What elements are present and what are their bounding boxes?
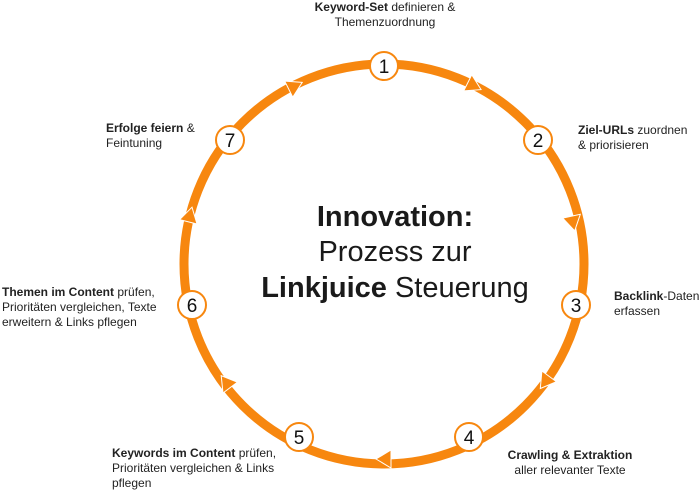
step-3-rest: -Daten [663, 289, 700, 303]
step-5-rest: prüfen, [235, 446, 277, 460]
step-3-label: Backlink-Daten erfassen [614, 289, 700, 319]
step-5-number: 5 [294, 428, 305, 449]
step-4-number: 4 [464, 428, 475, 449]
step-6-line2: Prioritäten vergleichen, Texte [2, 300, 157, 314]
step-1-node-circle [369, 51, 399, 81]
cycle-arrowhead-3 [539, 370, 558, 390]
cycle-arrowhead-5 [220, 374, 239, 394]
cycle-arrows [178, 73, 582, 469]
step-2-number: 2 [533, 131, 544, 152]
step-7-number: 7 [225, 131, 236, 152]
step-3-number: 3 [571, 296, 582, 317]
step-3-node: 3 [561, 290, 591, 320]
cycle-arrowhead-1 [462, 73, 482, 92]
step-6-number: 6 [187, 296, 198, 317]
step-6-rest: prüfen, [114, 285, 155, 299]
step-1-label: Keyword-Set definieren & Themenzuordnung [300, 0, 470, 30]
step-6-label: Themen im Content prüfen, Prioritäten ve… [2, 285, 172, 330]
step-1-number: 1 [379, 57, 390, 78]
step-2-node-circle [523, 125, 553, 155]
step-4-node-circle [454, 422, 484, 452]
step-5-bold: Keywords im Content [112, 446, 236, 460]
step-7-line2: Feintuning [106, 136, 163, 150]
step-7-node-circle [215, 125, 245, 155]
step-4-node: 4 [454, 422, 484, 452]
title-line-3-rest: Steuerung [386, 272, 529, 304]
step-3-line2: erfassen [614, 304, 661, 318]
step-6-bold: Themen im Content [2, 285, 115, 299]
step-2-bold: Ziel-URLs [578, 123, 635, 137]
diagram-title: Innovation: Prozess zur Linkjuice Steuer… [240, 200, 550, 306]
step-6-node-circle [177, 290, 207, 320]
step-nodes: 1 2 3 4 5 6 7 [177, 51, 591, 452]
cycle-arrowhead-7 [283, 80, 304, 99]
cycle-arrowhead-4 [375, 449, 392, 469]
step-5-line3: pflegen [112, 476, 152, 490]
step-1-node: 1 [369, 51, 399, 81]
step-2-label: Ziel-URLs zuordnen & priorisieren [578, 123, 698, 153]
title-bold-word: Linkjuice [261, 272, 387, 304]
step-1-bold: Keyword-Set [314, 0, 388, 14]
step-6-node: 6 [177, 290, 207, 320]
step-1-line2: Themenzuordnung [334, 15, 436, 29]
step-7-rest: & [183, 121, 195, 135]
step-5-label: Keywords im Content prüfen, Prioritäten … [112, 446, 302, 491]
step-2-node: 2 [523, 125, 553, 155]
step-3-node-circle [561, 290, 591, 320]
step-2-line2: & priorisieren [578, 138, 649, 152]
step-7-bold: Erfolge feiern [106, 121, 184, 135]
step-3-bold: Backlink [614, 289, 664, 303]
title-line-3: Linkjuice Steuerung [240, 270, 550, 306]
step-5-node: 5 [284, 422, 314, 452]
step-4-bold: Crawling & Extraktion [507, 448, 633, 462]
cycle-arrowhead-2 [561, 213, 582, 232]
step-7-node: 7 [215, 125, 245, 155]
step-5-line2: Prioritäten vergleichen & Links [112, 461, 275, 475]
step-1-rest: definieren & [387, 0, 456, 14]
cycle-arrowhead-6 [178, 206, 198, 225]
step-4-label: Crawling & Extraktion aller relevanter T… [500, 448, 640, 478]
step-2-rest: zuordnen [634, 123, 688, 137]
title-line-1: Innovation: [316, 201, 474, 233]
title-line-2: Prozess zur [318, 236, 472, 268]
step-6-line3: erweitern & Links pflegen [2, 315, 137, 329]
step-7-label: Erfolge feiern & Feintuning [106, 121, 216, 151]
step-5-node-circle [284, 422, 314, 452]
step-4-line2: aller relevanter Texte [514, 463, 626, 477]
